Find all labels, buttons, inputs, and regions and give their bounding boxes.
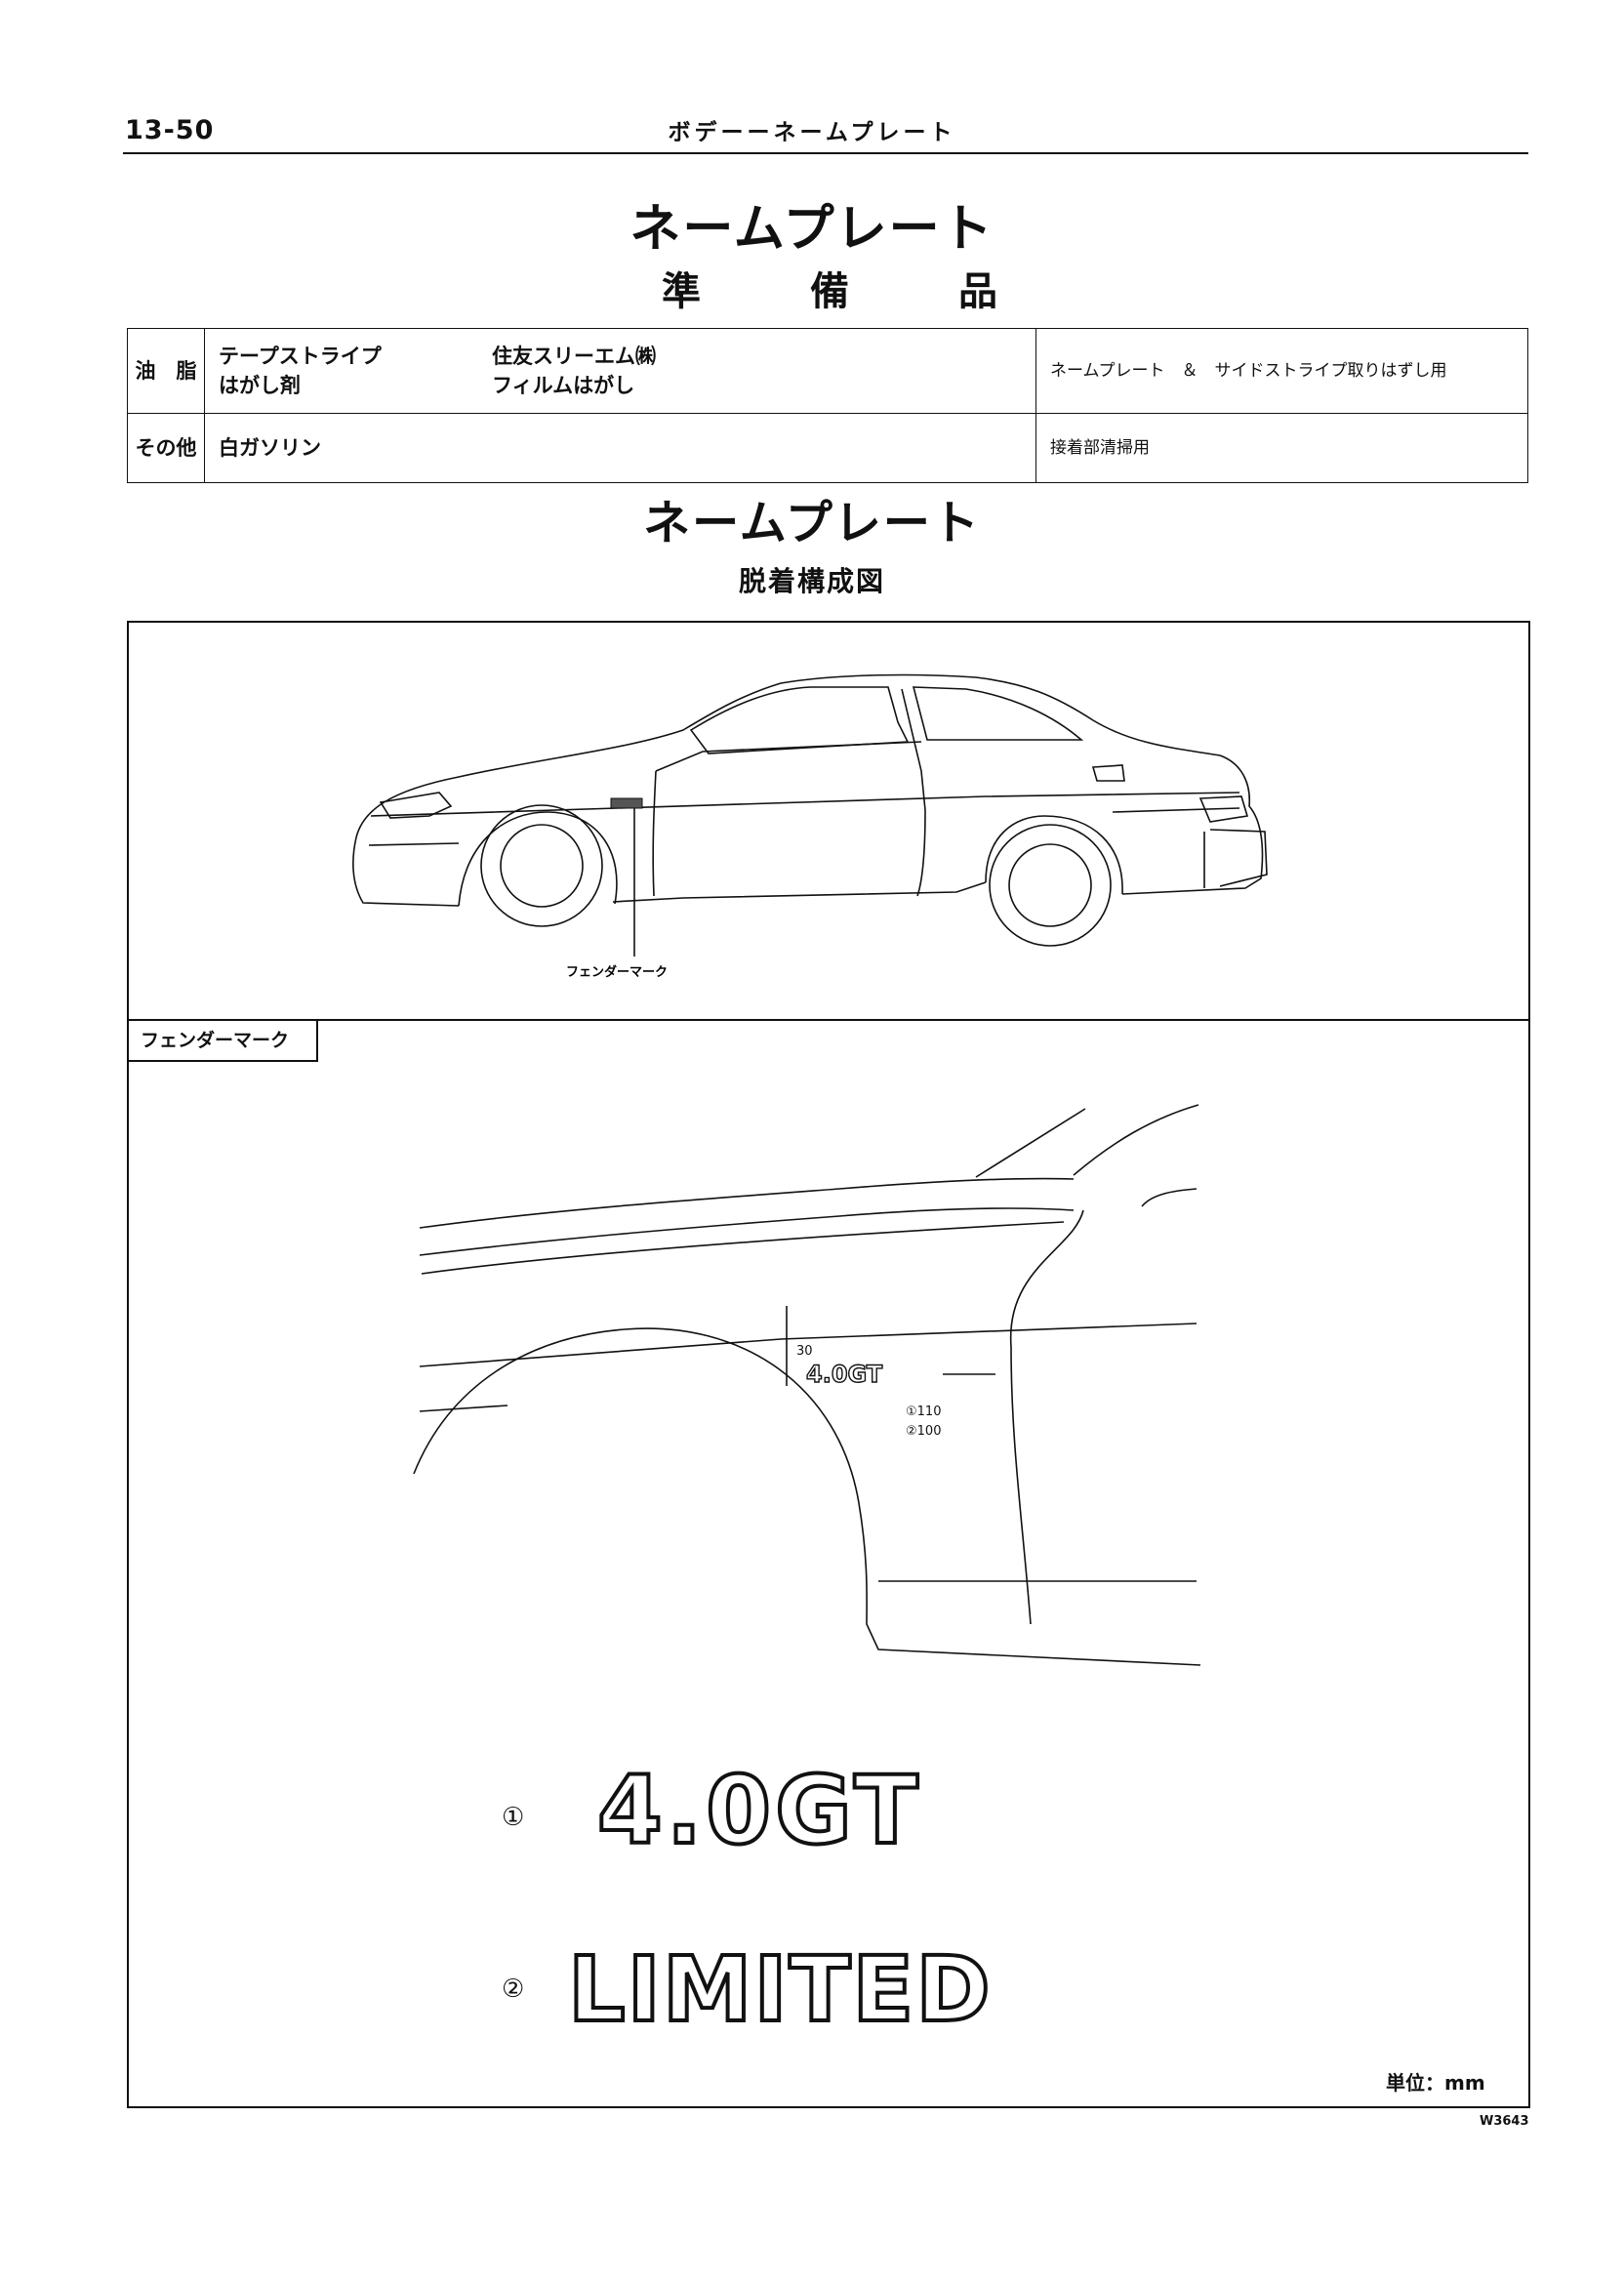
dimension-vertical: 30: [796, 1344, 813, 1359]
emblem-1-marker: ①: [502, 1803, 524, 1832]
material-cell: テープストライプ 住友スリーエム㈱ はがし剤 フィルムはがし: [204, 328, 1036, 414]
emblem-1-4-0gt: 4.0GT: [597, 1756, 922, 1865]
usage-cell: ネームプレート ＆ サイドストライプ取りはずし用: [1035, 328, 1528, 414]
section-title: ネームプレート: [643, 496, 981, 550]
material-name: はがし剤: [219, 374, 301, 397]
preparation-table: 油 脂 テープストライプ 住友スリーエム㈱ はがし剤 フィルムはがし ネームプレート…: [127, 328, 1528, 483]
table-row: 油 脂 テープストライプ 住友スリーエム㈱ はがし剤 フィルムはがし ネームプレート…: [127, 328, 1528, 414]
page-subtitle: 準 備 品: [662, 269, 1033, 314]
emblem-small: 4.0GT: [806, 1361, 883, 1388]
unit-label: 単位：mm: [1386, 2071, 1485, 2095]
fender-mark-tab: フェンダーマーク: [127, 1019, 318, 1062]
diagram-divider: [127, 1019, 1528, 1021]
section-header: ボデーーネームプレート: [668, 120, 956, 145]
figure-code: W3643: [1480, 2114, 1529, 2129]
car-illustration: [352, 673, 1268, 957]
dimension-2: ②100: [906, 1424, 941, 1439]
diagram-frame: [127, 621, 1530, 2108]
product-name: 住友スリーエム㈱: [492, 345, 656, 368]
material-name: テープストライプ: [219, 345, 382, 368]
table-row: その他 白ガソリン 接着部清掃用: [127, 413, 1528, 483]
dimension-1: ①110: [906, 1405, 941, 1419]
fender-mark-callout: フェンダーマーク: [566, 964, 668, 980]
page-number: 13-50: [125, 115, 215, 145]
product-name: フィルムはがし: [492, 374, 635, 397]
header-rule: [123, 152, 1528, 154]
category-cell: 油 脂: [127, 328, 205, 414]
page-title: ネームプレート: [629, 200, 995, 259]
emblem-2-marker: ②: [502, 1975, 524, 2004]
category-cell: その他: [127, 413, 205, 483]
fender-detail: [413, 1104, 1201, 1666]
diagram-title: 脱着構成図: [738, 565, 885, 597]
material-cell: 白ガソリン: [204, 413, 1036, 483]
usage-cell: 接着部清掃用: [1035, 413, 1528, 483]
emblem-2-limited: LIMITED: [568, 1937, 993, 2042]
material-name: 白ガソリン: [219, 436, 321, 460]
